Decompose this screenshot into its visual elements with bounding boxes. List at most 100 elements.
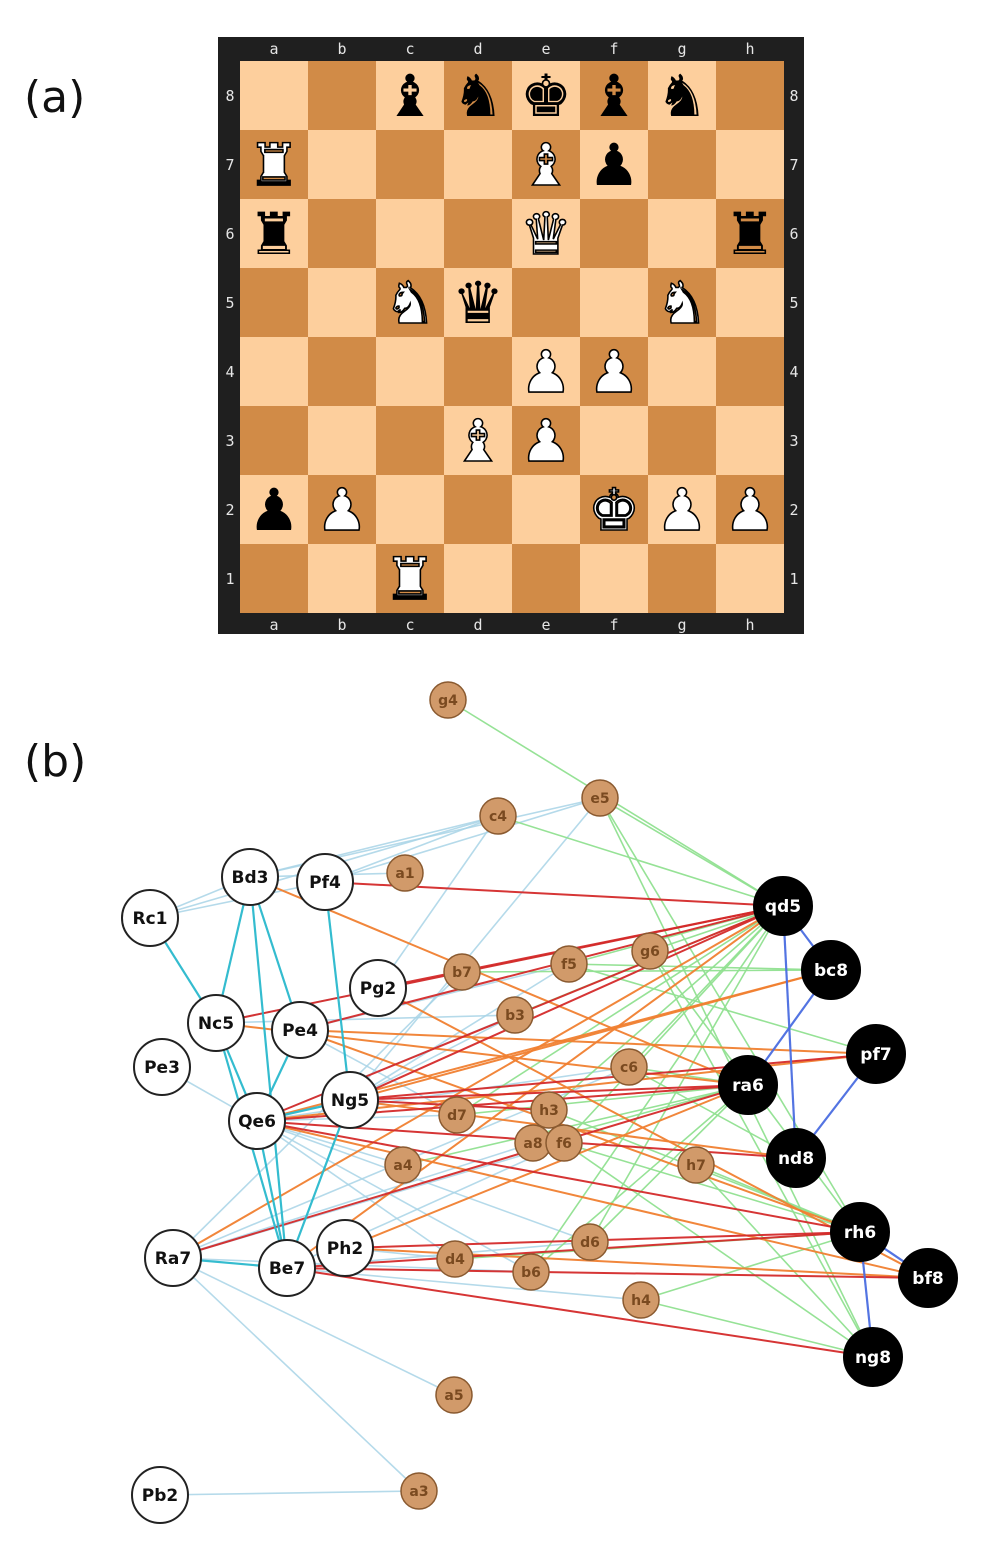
rank-label-5-right: 5 [789, 293, 799, 312]
node-a3: a3 [400, 1472, 438, 1510]
edge-Bd3-Be7 [248, 876, 289, 1269]
file-label-d-bottom: d [473, 616, 483, 634]
node-label-f5: f5 [561, 957, 577, 973]
node-circle-f5 [550, 945, 588, 983]
square-a8 [240, 61, 308, 130]
node-circle-Bd3 [221, 848, 279, 906]
node-label-h3: h3 [539, 1103, 559, 1119]
node-ra6: ra6 [718, 1055, 778, 1115]
white-rook-a7-icon: ♜ [247, 130, 301, 199]
square-e8: ♚ [512, 61, 580, 130]
node-label-Ra7: Ra7 [155, 1249, 191, 1269]
rank-label-4-right: 4 [789, 362, 799, 381]
square-b3 [308, 406, 376, 475]
square-f1 [580, 544, 648, 613]
node-label-Pg2: Pg2 [360, 979, 396, 999]
node-circle-Qe6 [228, 1092, 286, 1150]
edge-f6-qd5 [563, 905, 784, 1144]
node-a1: a1 [386, 854, 424, 892]
square-b5 [308, 268, 376, 337]
edge-Qe6-c6 [256, 1066, 630, 1122]
node-label-Pe4: Pe4 [282, 1021, 318, 1041]
node-Ph2: Ph2 [316, 1219, 374, 1277]
node-circle-rh6 [830, 1202, 890, 1262]
edge-Ra7-ra6 [172, 1084, 749, 1259]
square-g3 [648, 406, 716, 475]
edge-c4-qd5 [497, 815, 784, 907]
node-g6: g6 [631, 932, 669, 970]
node-label-a4: a4 [393, 1158, 412, 1174]
edge-Be7-qd5 [286, 905, 784, 1269]
node-circle-Pg2 [349, 959, 407, 1017]
edge-Ng5-pf7 [349, 1053, 877, 1101]
file-label-g-top: g [677, 40, 687, 58]
node-circle-bc8 [801, 940, 861, 1000]
node-label-h7: h7 [686, 1158, 706, 1174]
square-h1 [716, 544, 784, 613]
square-g7 [648, 130, 716, 199]
square-e2 [512, 475, 580, 544]
node-circle-a5 [435, 1376, 473, 1414]
node-f5: f5 [550, 945, 588, 983]
node-b7: b7 [443, 953, 481, 991]
node-c4: c4 [479, 797, 517, 835]
rank-label-3-left: 3 [225, 431, 235, 450]
node-Qe6: Qe6 [228, 1092, 286, 1150]
edge-d7-ra6 [456, 1084, 749, 1116]
edge-a4-ra6 [402, 1084, 749, 1166]
node-label-b3: b3 [505, 1008, 525, 1024]
square-a5 [240, 268, 308, 337]
node-b6: b6 [512, 1253, 550, 1291]
node-label-d7: d7 [447, 1108, 467, 1124]
node-circle-qd5 [753, 876, 813, 936]
white-pawn-g2-icon: ♟ [655, 475, 709, 544]
node-circle-Nc5 [187, 994, 245, 1052]
edge-Nc5-b3 [215, 1014, 516, 1024]
square-a4 [240, 337, 308, 406]
node-circle-g6 [631, 932, 669, 970]
node-b3: b3 [496, 996, 534, 1034]
square-b1 [308, 544, 376, 613]
node-label-Bd3: Bd3 [232, 868, 269, 888]
node-label-pf7: pf7 [860, 1045, 891, 1065]
node-label-Be7: Be7 [269, 1259, 305, 1279]
node-a5: a5 [435, 1376, 473, 1414]
node-ng8: ng8 [843, 1327, 903, 1387]
white-pawn-e4-icon: ♟ [519, 337, 573, 406]
square-c6 [376, 199, 444, 268]
edge-b7-bc8 [461, 969, 832, 973]
black-king-e8-icon: ♚ [520, 61, 572, 130]
white-pawn-b2-icon: ♟ [315, 475, 369, 544]
chess-board: ♝♞♚♝♞♜♝♟♜♛♜♞♛♞♟♟♝♟♟♟♚♟♟♜ [240, 61, 784, 613]
edge-Qe6-d6 [256, 1120, 591, 1243]
square-h5 [716, 268, 784, 337]
square-g8: ♞ [648, 61, 716, 130]
edge-Ra7-a8 [172, 1142, 534, 1259]
node-label-Nc5: Nc5 [198, 1014, 234, 1034]
node-label-e5: e5 [590, 791, 609, 807]
node-label-nd8: nd8 [778, 1149, 814, 1169]
square-g4 [648, 337, 716, 406]
black-knight-d8-icon: ♞ [452, 61, 504, 130]
edge-Be7-bf8 [286, 1267, 929, 1279]
square-e7: ♝ [512, 130, 580, 199]
square-e6: ♛ [512, 199, 580, 268]
white-pawn-h2-icon: ♟ [723, 475, 777, 544]
file-label-a-bottom: a [269, 616, 279, 634]
edge-Pb2-a3 [159, 1490, 420, 1496]
square-f5 [580, 268, 648, 337]
node-label-Pe3: Pe3 [144, 1058, 180, 1078]
white-knight-c5-icon: ♞ [383, 268, 437, 337]
edge-Ra7-a5 [172, 1257, 455, 1396]
file-label-b-bottom: b [337, 616, 347, 634]
edge-qd5-nd8 [781, 905, 798, 1159]
square-c2 [376, 475, 444, 544]
rank-label-6-left: 6 [225, 224, 235, 243]
square-b6 [308, 199, 376, 268]
node-h3: h3 [530, 1091, 568, 1129]
edge-Ph2-ra6 [344, 1084, 749, 1249]
square-c8: ♝ [376, 61, 444, 130]
square-d7 [444, 130, 512, 199]
node-Ra7: Ra7 [144, 1229, 202, 1287]
edge-Ng5-e5 [349, 797, 601, 1101]
